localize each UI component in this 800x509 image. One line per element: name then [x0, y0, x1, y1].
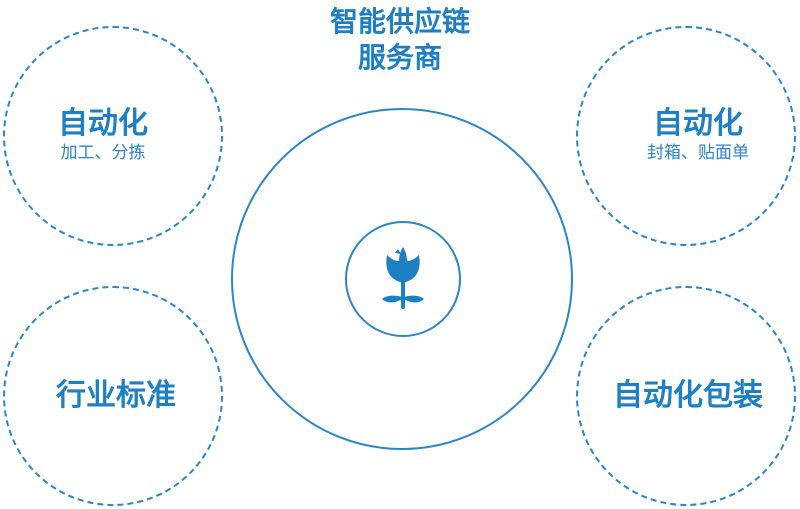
outer-center-circle	[231, 108, 573, 450]
node-top-right-title: 自动化	[653, 106, 743, 141]
dashed-circle-top-right	[576, 26, 796, 246]
flower-icon	[382, 247, 424, 309]
node-bottom-right-title: 自动化包装	[613, 378, 763, 413]
dashed-circle-bottom-right	[576, 286, 796, 506]
node-bottom-left-title: 行业标准	[56, 378, 176, 413]
node-top-left-title: 自动化	[58, 106, 148, 141]
dashed-circle-bottom-left	[3, 286, 223, 506]
node-top-right-subtitle: 封箱、贴面单	[647, 143, 749, 163]
node-bottom-right: 自动化包装	[590, 378, 786, 414]
node-top-left: 自动化 加工、分拣	[3, 106, 203, 164]
diagram-title: 智能供应链 服务商	[300, 4, 500, 76]
node-bottom-left: 行业标准	[18, 378, 214, 414]
node-top-left-subtitle: 加工、分拣	[60, 143, 146, 163]
title-line-1: 智能供应链	[329, 5, 470, 38]
node-top-right: 自动化 封箱、贴面单	[600, 106, 796, 164]
dashed-circle-top-left	[3, 26, 223, 246]
inner-center-circle	[345, 221, 461, 337]
title-line-2: 服务商	[357, 41, 442, 74]
